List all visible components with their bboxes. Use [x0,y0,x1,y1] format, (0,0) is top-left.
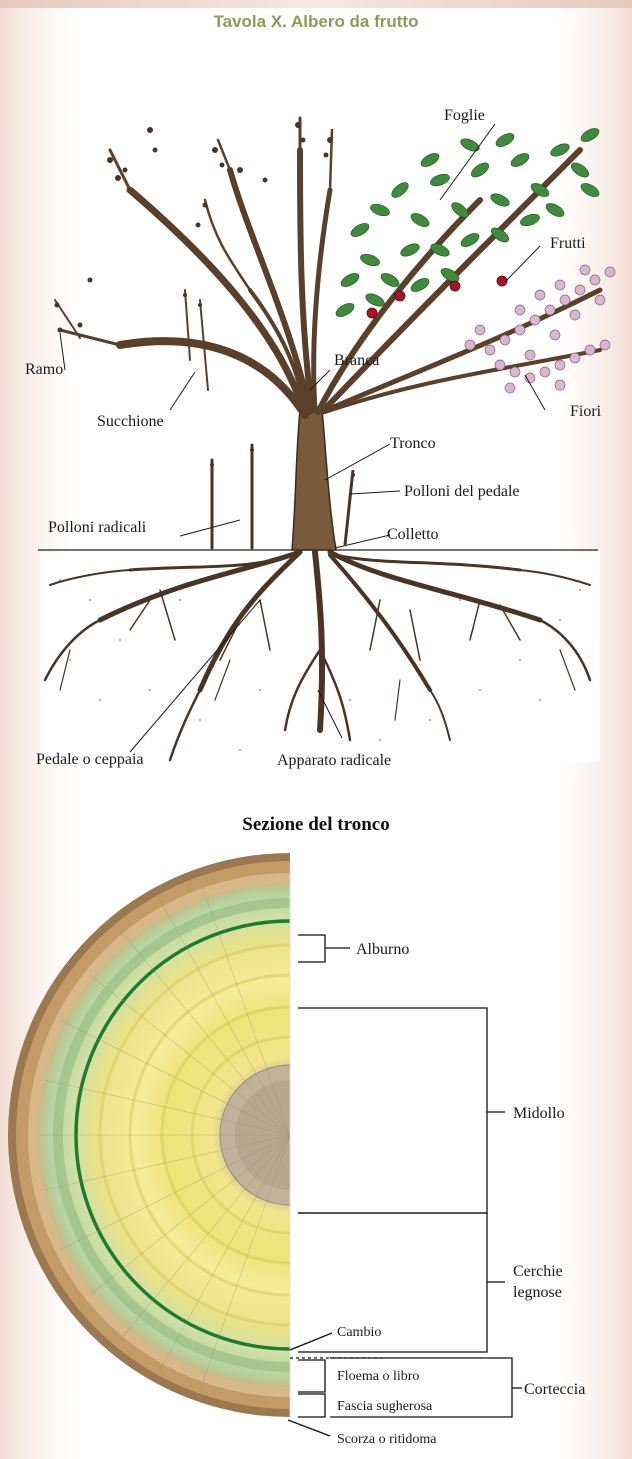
label-succhione: Succhione [97,413,164,430]
label-apparato: Apparato radicale [277,752,391,769]
label-pedale: Pedale o ceppaia [36,751,144,768]
label-branca: Branca [334,352,379,369]
pedal-sucker [345,470,353,545]
flowers [465,265,615,393]
label-polloni-pedale: Polloni del pedale [404,483,520,500]
leaves [334,126,601,320]
label-tronco: Tronco [390,435,436,452]
label-fiori: Fiori [570,403,602,420]
label-frutti: Frutti [550,235,586,252]
label-colletto: Colletto [387,526,439,543]
trunk [292,410,336,550]
tree-illustration: Foglie Frutti Ramo Branca Succhione Fior… [0,0,632,790]
label-ramo: Ramo [25,361,63,378]
label-polloni-radicali: Polloni radicali [48,519,147,536]
label-foglie: Foglie [444,107,485,124]
section-title: Sezione del tronco [0,814,632,836]
root-suckers [212,445,252,548]
